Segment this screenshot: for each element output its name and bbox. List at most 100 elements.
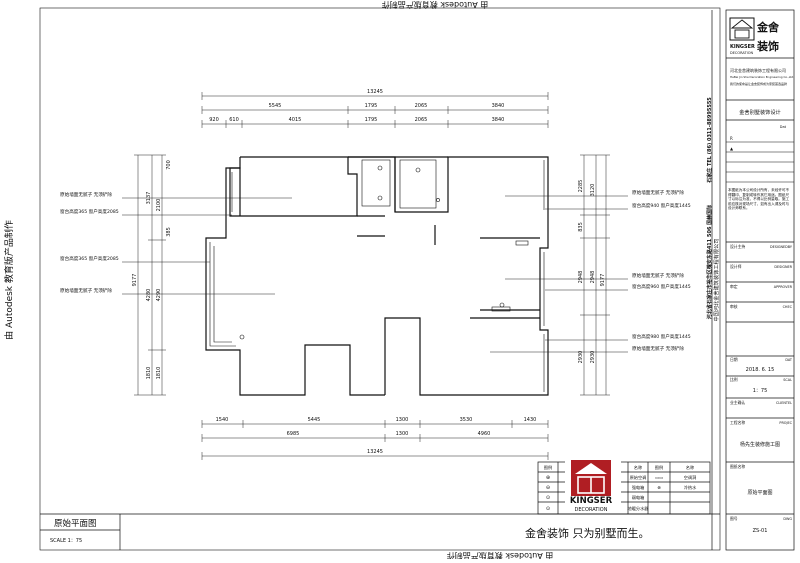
- legend-table: 图例 名称 图例 名称 ⊕ 原始空调 ▭▭ 空调洞 ⊖ 强电箱 ⊗ 冷热水 ⊙ …: [537, 461, 711, 515]
- dim-top-r3-6: 3840: [492, 117, 505, 123]
- dim-right-seg-1: 2285: [578, 180, 584, 193]
- field-9-value: 原始平面图: [747, 489, 772, 496]
- dim-top-r2-4: 3840: [492, 103, 505, 109]
- field-8-value: 杨先生装修施工图: [740, 441, 780, 448]
- dim-top-r2-1: 5545: [269, 103, 282, 109]
- legend-name-2: 强电箱: [632, 484, 645, 491]
- legend-header-3: 图例: [655, 464, 663, 471]
- field-10-cn: 图号: [730, 516, 738, 521]
- company-en: HeBei Jin She Decoration Engineering Co.…: [730, 75, 794, 79]
- right-note-1: 原始墙面无腻子 无须铲除: [632, 189, 684, 196]
- floor-plan: [205, 156, 549, 396]
- bottom-strip: 原始平面图 SCALE 1：75 金舍装饰 只为别墅而生。: [40, 513, 720, 550]
- field-6-value: 1：75: [753, 388, 768, 394]
- field-8-cn: 工程名称: [730, 420, 745, 425]
- legend-name-3: 弱电箱: [632, 494, 645, 501]
- dims-right: 2285 3120 835 2948 2948 2930 2930 9177: [578, 154, 610, 396]
- dim-right-seg-4: 2948: [578, 271, 584, 284]
- legend-name-2b: 冷热水: [684, 484, 697, 491]
- field-4-en: CHEC: [783, 305, 793, 309]
- left-note-4: 原始墙面无腻子 无须铲除: [60, 287, 112, 294]
- legend-name-1: 原始空调: [630, 474, 647, 481]
- legend-name-1b: 空调洞: [684, 474, 697, 481]
- notice-text: 本图纸为本公司设计所有，未经许可不得翻印、复制或转作其它用途。图纸尺寸以标注为准…: [728, 188, 790, 211]
- dim-top-r3-1: 920: [209, 117, 219, 123]
- dim-left-small-1: 700: [166, 160, 172, 170]
- dim-left-seg-6: 1810: [156, 367, 162, 380]
- dim-bot-r1-3: 1300: [396, 417, 409, 423]
- row-marker-2: ▲: [730, 146, 734, 151]
- right-note-2: 窗台高度940 窗户高度1445: [632, 202, 691, 209]
- title-block: 中国河北金舍建筑装饰工程有限公司 金舍 装饰 KINGSER DECORATIO…: [706, 9, 795, 551]
- dim-top-r2-3: 2065: [415, 103, 428, 109]
- date-label: Dat: [780, 125, 787, 129]
- dim-right-seg-5: 2948: [590, 271, 596, 284]
- legend-symbol-2b: ⊗: [657, 485, 661, 490]
- dim-bot-r1-2: 5445: [308, 417, 321, 423]
- field-7-en: CLIENTEL: [776, 401, 792, 405]
- dim-bot-r2-2: 1300: [396, 431, 409, 437]
- right-note-6: 原始墙面无腻子 无须铲除: [632, 345, 684, 352]
- watermark-bottom: 由 Autodesk 教育版产品制作: [447, 551, 553, 559]
- slogan: 金舍装饰 只为别墅而生。: [525, 526, 650, 540]
- field-2-cn: 设计师: [730, 264, 742, 269]
- field-5-en: DAT: [785, 358, 793, 362]
- legend-symbol-3: ⊙: [546, 495, 550, 501]
- right-note-5: 窗台高度980 窗户高度1445: [632, 333, 691, 340]
- dim-bot-r2-3: 4960: [478, 431, 491, 437]
- left-notes: 原始墙面无腻子 无须铲除 窗台高度365 窗户高度2085 窗台高度365 窗户…: [60, 191, 292, 295]
- left-note-2: 窗台高度365 窗户高度2085: [60, 208, 119, 215]
- dim-right-seg-2: 3120: [590, 184, 596, 197]
- field-6-en: SCAL: [783, 378, 792, 382]
- field-1-en: DESIGNEDBY: [770, 245, 793, 249]
- mid-logo-sub: DECORATION: [575, 507, 608, 513]
- field-4-cn: 审核: [730, 304, 738, 309]
- dim-left-total: 9177: [132, 274, 138, 287]
- dim-top-r3-4: 1795: [365, 117, 378, 123]
- field-10-en: DWG: [783, 517, 792, 521]
- address-vertical-2: 河北省石家庄市裕华区槐安东路411 506 国赫国际: [706, 205, 713, 320]
- dims-bottom: 1540 5445 1300 3530 1430 6985 1300 4960 …: [201, 417, 549, 460]
- field-6-cn: 比例: [730, 377, 738, 382]
- dim-top-r3-3: 4015: [289, 117, 302, 123]
- field-3-cn: 审定: [730, 284, 738, 289]
- dim-right-total: 9177: [600, 274, 606, 287]
- legend-name-4: 地暖分水器: [628, 505, 650, 512]
- right-notes: 原始墙面无腻子 无须铲除 窗台高度940 窗户高度1445 原始墙面无腻子 无须…: [490, 189, 691, 353]
- legend-header-2: 名称: [634, 464, 642, 471]
- dim-top-r3-5: 2065: [415, 117, 428, 123]
- field-5-value: 2018. 6. 15: [746, 367, 775, 373]
- dim-top-r2-2: 1795: [365, 103, 378, 109]
- right-note-4: 窗台高度960 窗户高度1445: [632, 283, 691, 290]
- dim-bot-r1-1: 1540: [216, 417, 229, 423]
- dim-bot-r1-4: 3530: [460, 417, 473, 423]
- project-title: 金舍别墅装饰设计: [739, 108, 781, 116]
- dim-bot-r2-1: 6985: [287, 431, 300, 437]
- title-fields: 设计主持 DESIGNEDBY 设计师 DESIGNER 审定 APPROVER…: [726, 241, 794, 534]
- legend-header-1: 图例: [544, 464, 552, 471]
- watermark-top: 由 Autodesk 教育版产品制作: [382, 0, 488, 10]
- dims-top: 13245 5545 1795 2065 3840 920 610 4015 1…: [201, 89, 549, 128]
- legend-symbol-1b: ▭▭: [655, 475, 663, 480]
- mid-logo: KINGSER DECORATION: [565, 458, 621, 513]
- dim-right-seg-3: 835: [578, 222, 584, 232]
- legend-symbol-1: ⊕: [546, 475, 550, 481]
- left-note-1: 原始墙面无腻子 无须铲除: [60, 191, 112, 198]
- dim-bot-r1-5: 1430: [524, 417, 537, 423]
- dims-left: 9177 3137 2100 4280 4290 1810 1810 700 3…: [132, 154, 172, 396]
- row-marker-1: R: [730, 136, 733, 141]
- scale-label: SCALE 1：75: [50, 538, 82, 544]
- dim-right-seg-7: 2930: [590, 351, 596, 364]
- mid-logo-en: KINGSER: [570, 496, 613, 506]
- field-9-cn: 图纸名称: [730, 464, 745, 469]
- field-3-en: APPROVER: [774, 285, 793, 289]
- address-vertical: 石家庄 TEL (86) 0311-88995555: [706, 97, 713, 184]
- dim-left-seg-3: 4280: [146, 289, 152, 302]
- dim-left-seg-2: 2100: [156, 199, 162, 212]
- brand-sub: DECORATION: [730, 51, 753, 55]
- field-8-en: PROJEC: [779, 421, 792, 425]
- left-note-3: 窗台高度365 窗户高度2085: [60, 255, 119, 262]
- dim-top-overall: 13245: [367, 89, 383, 95]
